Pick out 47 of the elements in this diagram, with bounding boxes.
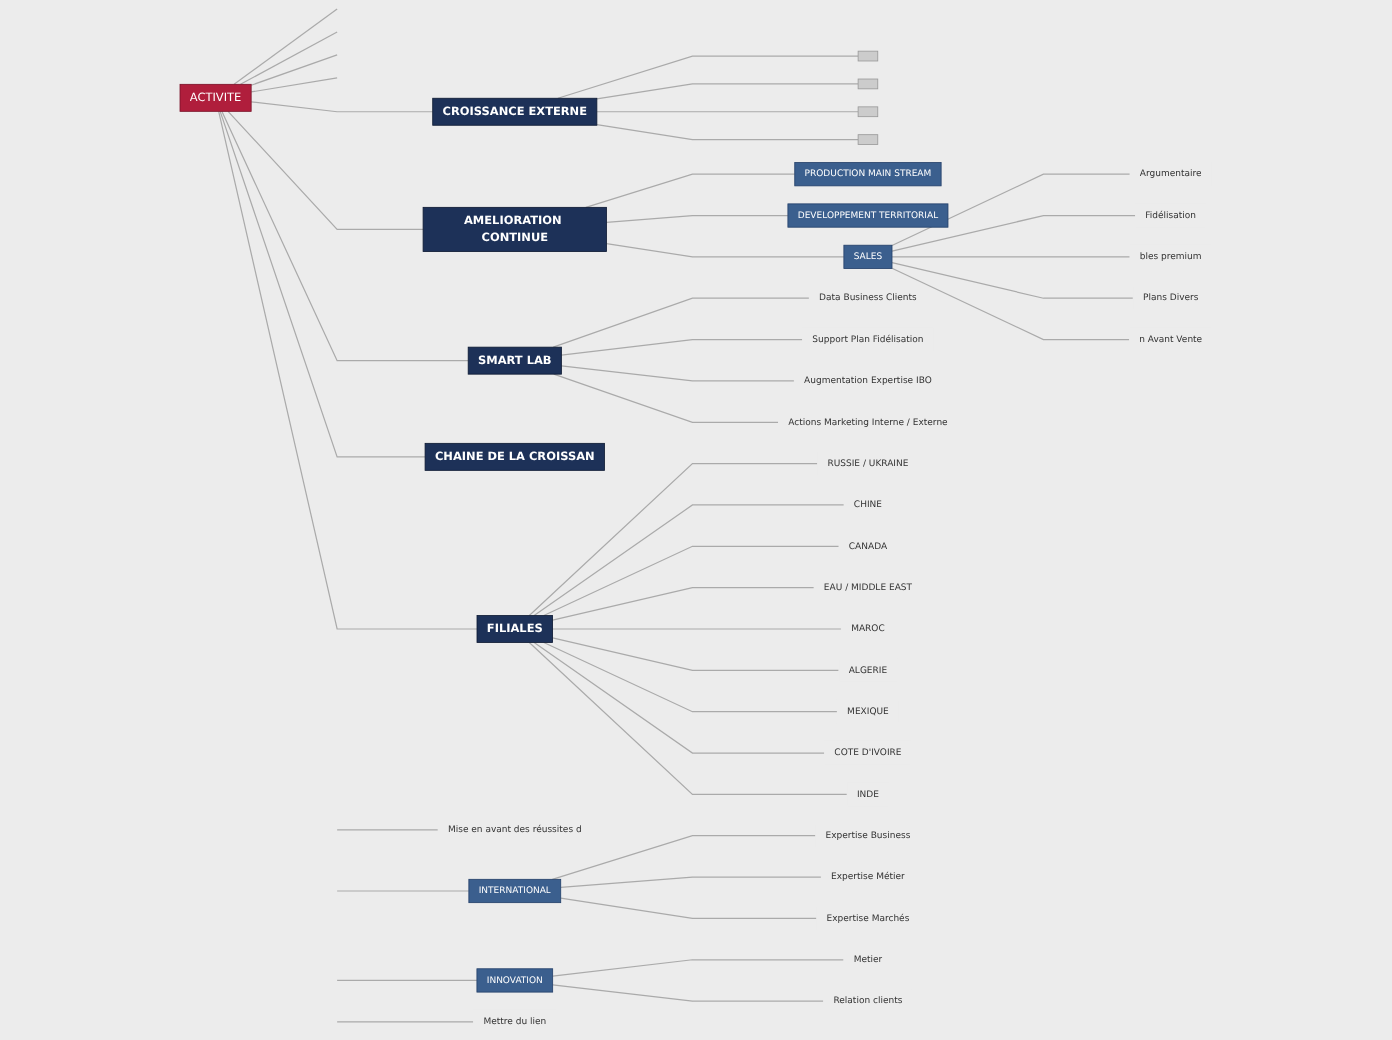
connector-line: [219, 110, 426, 458]
connector-line: [560, 897, 818, 920]
connector-line: [218, 110, 478, 630]
connector-line: [250, 101, 434, 113]
connector-line: [891, 173, 1131, 247]
connector-line: [552, 959, 845, 977]
connector-line: [560, 876, 822, 888]
connector-line: [543, 545, 840, 617]
bar-shape: [857, 50, 879, 62]
connector-line: [551, 835, 817, 880]
connector-line: [533, 641, 826, 754]
connector-line: [553, 373, 780, 423]
connector-line: [605, 243, 845, 258]
connector-line: [596, 124, 859, 141]
connector-line: [891, 256, 1131, 258]
connector-line: [250, 54, 338, 86]
bar-shape: [857, 106, 879, 118]
connector-line: [891, 267, 1130, 341]
connector-line: [551, 637, 840, 671]
connector-line: [221, 110, 469, 362]
connector-line: [551, 587, 815, 621]
connector-line: [557, 55, 859, 99]
connector-line: [891, 214, 1137, 252]
bar-shape: [857, 78, 879, 90]
connector-line: [560, 338, 804, 356]
connector-line: [227, 110, 424, 231]
connector-line: [533, 504, 845, 617]
connector-line: [528, 641, 848, 795]
connector-line: [233, 8, 338, 85]
connector-line: [551, 628, 842, 630]
connector-line: [552, 297, 810, 348]
connector-line: [250, 77, 338, 93]
connector-line: [336, 829, 439, 831]
connector-line: [560, 365, 795, 382]
connector-line: [239, 31, 338, 85]
connector-line: [336, 979, 478, 982]
connector-line: [336, 1021, 475, 1023]
connector-line: [585, 173, 796, 208]
connector-line: [528, 463, 819, 617]
connector-line: [605, 214, 789, 223]
connector-line: [336, 890, 470, 892]
connector-line: [543, 641, 838, 713]
connector-line: [552, 984, 825, 1002]
connector-line: [596, 111, 859, 113]
connector-line: [596, 83, 859, 100]
bar-shape: [857, 134, 879, 145]
connector-line: [891, 261, 1134, 299]
